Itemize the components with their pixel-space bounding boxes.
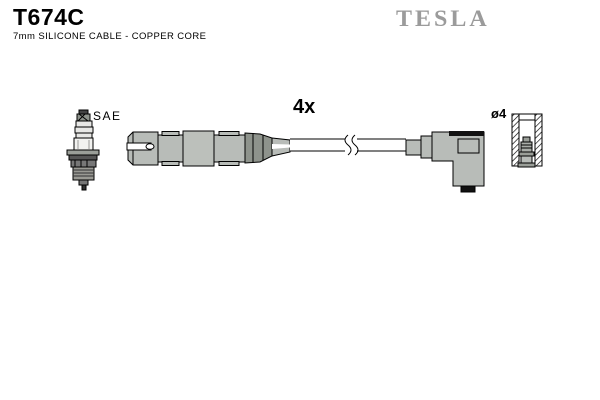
label-terminal-diameter: ø4 [491, 106, 507, 121]
angled-boot-drawing [405, 131, 485, 193]
cable-drawing [290, 134, 406, 156]
label-sae-terminal: SAE [93, 109, 122, 123]
cable-spec-subtitle: 7mm SILICONE CABLE - COPPER CORE [13, 31, 207, 42]
spark-plug-drawing [66, 109, 100, 191]
terminal-cross-section-drawing [511, 113, 543, 168]
brand-logo: TESLA [396, 6, 490, 32]
plug-connector-drawing [126, 130, 291, 167]
cable-break-mark [344, 134, 359, 156]
part-number: T674C [13, 4, 85, 30]
label-quantity: 4x [293, 96, 316, 118]
